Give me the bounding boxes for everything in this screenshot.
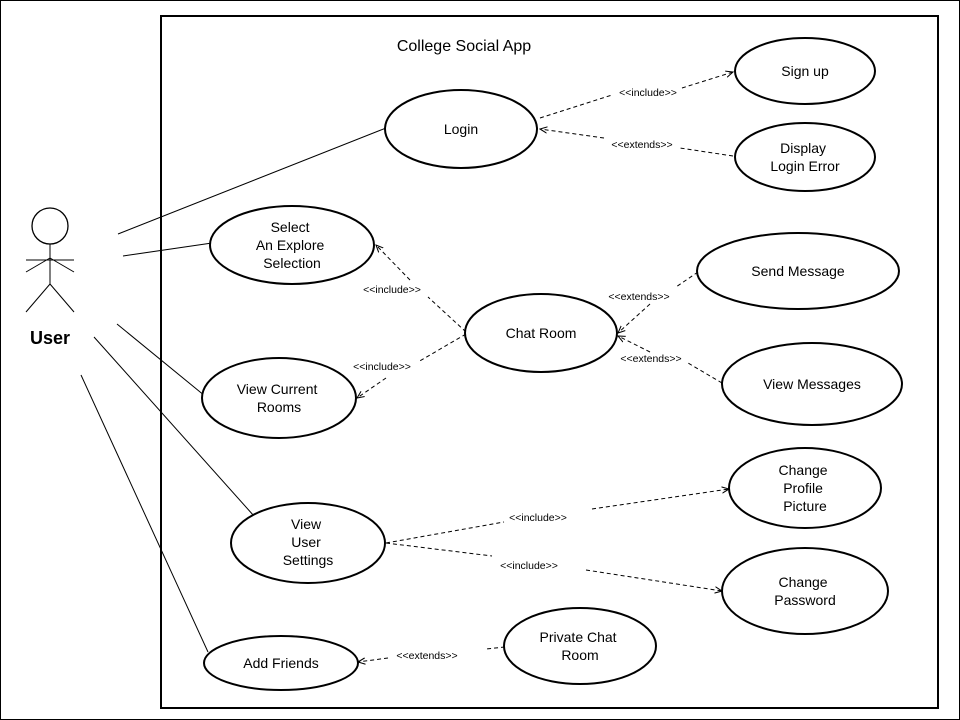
use-case-label: Change Profile Picture [779,462,832,514]
rel-line-extends-error-b [540,129,605,139]
use-case-private-chat-room[interactable]: Private Chat Room [503,607,657,685]
use-case-label: Login [444,121,478,137]
assoc-login [117,127,387,235]
rel-line-extends-view-a [687,362,723,384]
use-case-select-explore[interactable]: Select An Explore Selection [209,205,375,285]
use-case-label: Change Password [774,574,835,608]
use-case-display-login-error[interactable]: Display Login Error [734,122,876,192]
assoc-view-user-settings [93,336,255,517]
actor-leg-right [49,283,75,313]
system-title: College Social App [397,38,531,55]
use-case-label: Add Friends [243,655,318,671]
rel-line-extends-private-b [358,658,389,662]
rel-line-extends-private-a [485,646,506,650]
use-case-label: View Messages [763,376,861,392]
assoc-add-friends [80,374,209,653]
rel-label-chat-explore: <<include>> [363,284,421,296]
actor-arm-right-line [49,257,75,273]
use-case-change-profile-picture[interactable]: Change Profile Picture [728,447,882,529]
rel-line-extends-send-b [618,303,651,333]
rel-line-include-picture-a [385,521,505,544]
rel-line-extends-view-b [618,336,651,353]
actor-label: User [30,328,70,348]
system-boundary [160,15,939,709]
rel-line-include-explore-a [427,296,467,333]
use-case-view-messages[interactable]: View Messages [721,342,903,426]
rel-label-settings-password: <<include>> [500,560,558,572]
rel-label-friends-private: <<extends>> [396,650,457,662]
rel-label-chat-view: <<extends>> [620,353,681,365]
rel-label-login-error: <<extends>> [611,139,672,151]
rel-label-chat-rooms: <<include>> [353,361,411,373]
rel-line-include-explore-b [376,245,411,281]
rel-line-include-picture-b [591,489,729,510]
use-case-login[interactable]: Login [384,89,538,169]
use-case-label: Chat Room [506,325,577,341]
rel-label-settings-picture: <<include>> [509,512,567,524]
actor-user[interactable]: User [25,207,75,348]
use-case-label: Send Message [751,263,845,279]
use-case-change-password[interactable]: Change Password [721,547,889,635]
rel-line-include-rooms-a [417,333,467,363]
assoc-view-current-rooms [116,323,206,397]
use-case-sign-up[interactable]: Sign up [734,37,876,105]
use-case-label: Select An Explore Selection [256,219,328,271]
rel-label-chat-send: <<extends>> [608,291,669,303]
actor-leg-left [25,283,51,313]
use-case-label: Sign up [781,63,829,79]
use-case-send-message[interactable]: Send Message [696,232,900,310]
use-case-label: View User Settings [283,516,334,568]
use-case-chat-room[interactable]: Chat Room [464,293,618,373]
rel-line-include-password-b [585,569,722,591]
rel-line-extends-error-a [679,147,734,157]
use-case-label: View Current Rooms [237,381,322,415]
rel-line-extends-send-a [675,271,699,288]
rel-line-include-rooms-b [357,377,387,398]
actor-arm-left-line [25,257,51,273]
actor-head [31,207,69,245]
rel-line-include-signup-a [539,94,613,119]
use-case-label: Private Chat Room [540,629,621,663]
rel-line-include-password-a [385,542,493,557]
rel-label-login-signup: <<include>> [619,87,677,99]
assoc-select-explore [122,242,213,257]
rel-line-include-signup-b [681,72,733,89]
use-case-label: Display Login Error [770,140,840,174]
use-case-view-current-rooms[interactable]: View Current Rooms [201,357,357,439]
use-case-add-friends[interactable]: Add Friends [203,635,359,691]
use-case-view-user-settings[interactable]: View User Settings [230,502,386,584]
